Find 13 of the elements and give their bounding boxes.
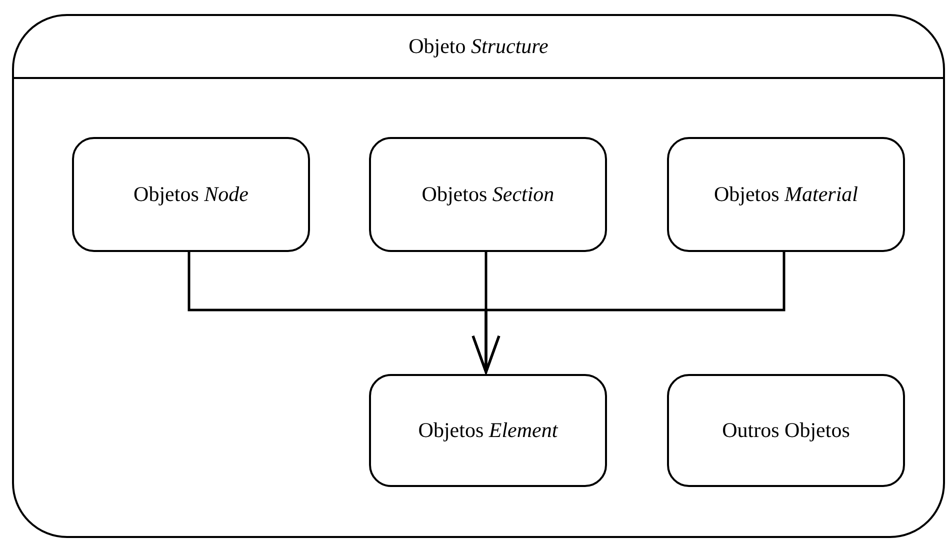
box-label: Outros Objetos	[722, 418, 850, 443]
box-label: Objetos Material	[714, 182, 858, 207]
box-label: Objetos Node	[134, 182, 248, 207]
box-label: Objetos Section	[422, 182, 554, 207]
process-box	[72, 137, 310, 252]
process-box	[667, 374, 905, 487]
arrow	[472, 250, 786, 374]
process-box	[667, 137, 905, 252]
container-box	[12, 14, 945, 538]
container-title: Objeto Structure	[408, 34, 548, 59]
box-label: Objetos Element	[418, 418, 558, 443]
process-box	[369, 374, 607, 487]
process-box	[369, 137, 607, 252]
